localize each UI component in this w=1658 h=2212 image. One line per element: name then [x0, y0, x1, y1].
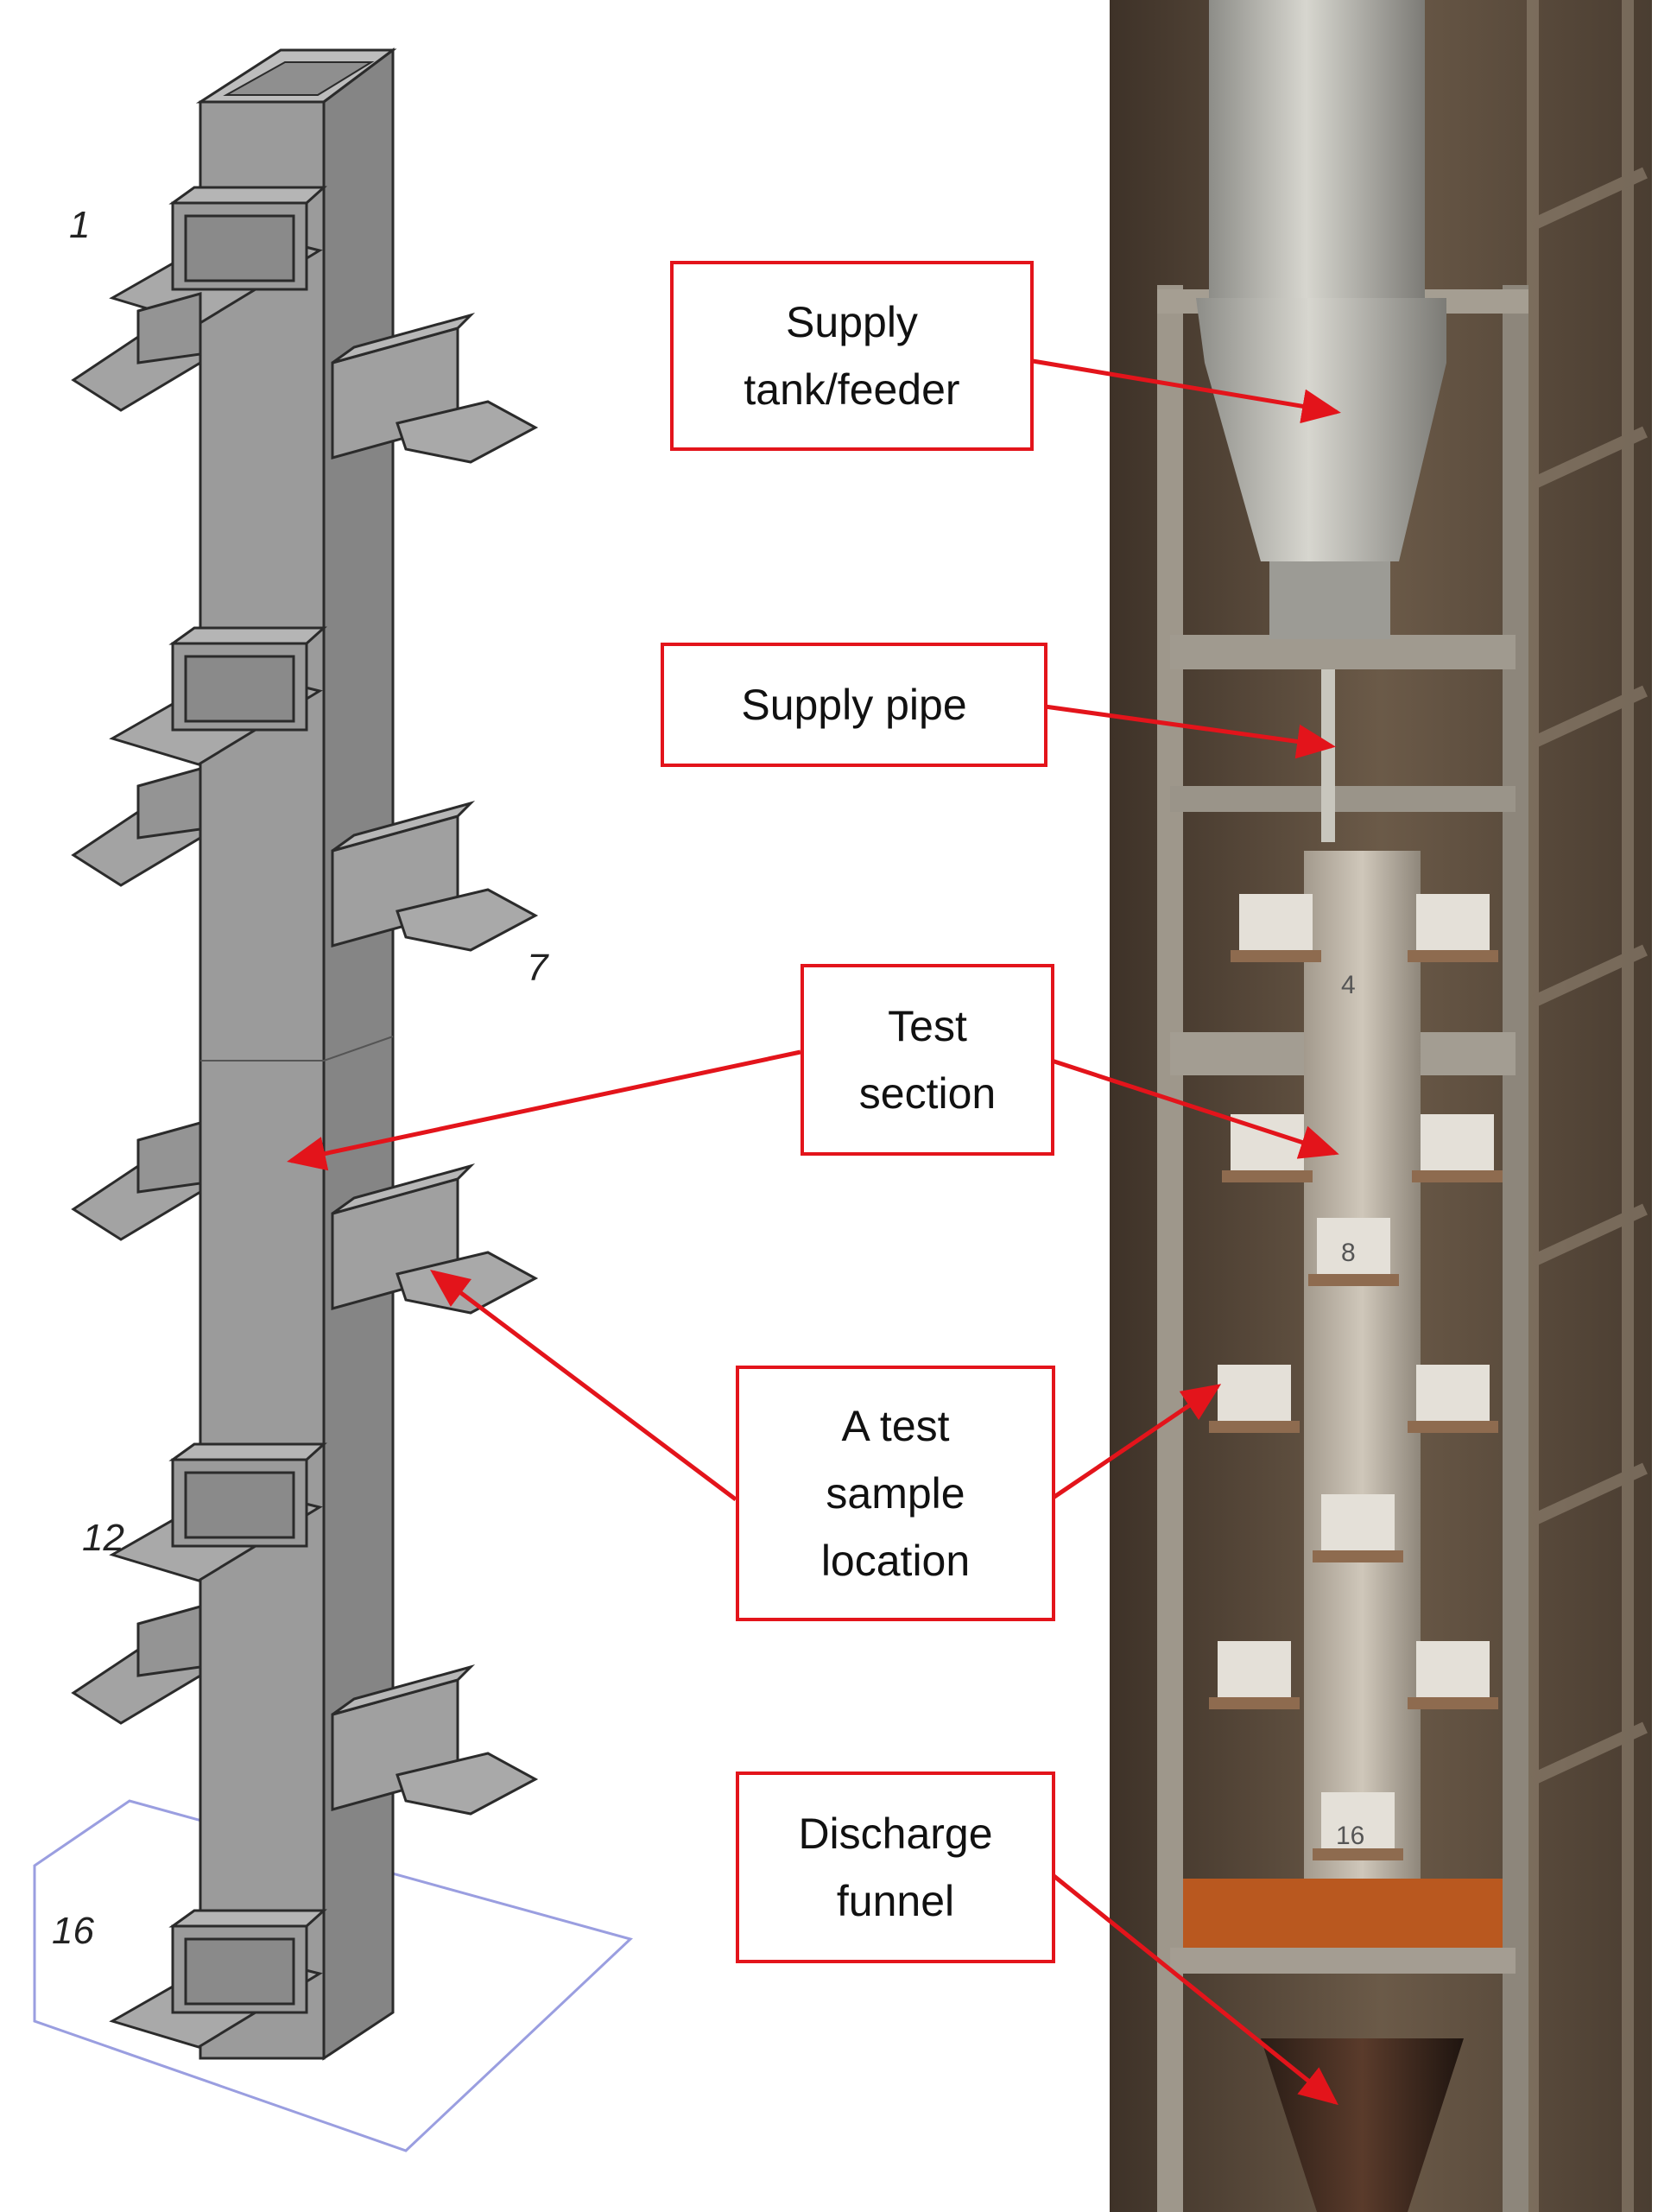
- sample-ports: [71, 186, 539, 2049]
- label-supply-tank: Supply tank/feeder: [670, 261, 1034, 451]
- port-number-1: 1: [69, 204, 90, 246]
- photo-sample-box-5: [1218, 1365, 1291, 1421]
- arrow-supply-tank: [1032, 358, 1341, 424]
- photo-sample-tray-0: [1231, 950, 1321, 962]
- photo-sample-box-7: [1321, 1494, 1395, 1550]
- port-number-7: 7: [527, 947, 549, 989]
- port-opening-left-3: [184, 1937, 295, 2006]
- label-test-sample-line3: location: [820, 1537, 971, 1585]
- photo-sample-tray-10: [1313, 1848, 1403, 1860]
- port-opening-left-2: [184, 1471, 295, 1539]
- arrow-supply-pipe: [1044, 704, 1336, 759]
- photo-sample-tray-8: [1209, 1697, 1300, 1709]
- column-seam-side: [323, 1036, 394, 1062]
- photo-sample-tray-2: [1222, 1170, 1313, 1182]
- label-discharge-line1: Discharge: [798, 1810, 993, 1858]
- port-box-top-right-3: [332, 1664, 476, 1716]
- port-back-wall-left-0: [136, 292, 202, 364]
- photo-sample-tray-7: [1313, 1550, 1403, 1562]
- rig-photo: 4 8 16: [1110, 0, 1652, 2212]
- label-test-section: Test section: [801, 964, 1054, 1156]
- photo-sample-tray-1: [1408, 950, 1498, 962]
- photo-sample-tray-4: [1308, 1274, 1399, 1286]
- frame-post-left: [1157, 285, 1183, 2212]
- port-box-top-right-2: [332, 1163, 476, 1215]
- port-back-wall-left-1: [136, 767, 202, 840]
- orange-plate: [1183, 1879, 1503, 1948]
- column-front: [199, 100, 326, 2060]
- photo-mark-4: 4: [1341, 971, 1356, 999]
- label-supply-pipe-line1: Supply pipe: [741, 681, 967, 729]
- photo-mark-16: 16: [1336, 1822, 1364, 1850]
- label-supply-tank-line1: Supply: [786, 298, 918, 346]
- port-number-12: 12: [82, 1517, 124, 1559]
- column-side: [322, 48, 395, 2061]
- port-box-top-right-0: [332, 313, 476, 364]
- frame-post-right: [1503, 285, 1528, 2212]
- photo-sample-box-3: [1421, 1114, 1494, 1170]
- photo-sample-box-10: [1321, 1792, 1395, 1848]
- port-box-top-left-1: [168, 626, 327, 645]
- photo-sample-tray-3: [1412, 1170, 1503, 1182]
- port-plate-right-1: [396, 888, 539, 952]
- frame-cross-2: [1170, 786, 1516, 812]
- photo-sample-box-4: [1317, 1218, 1390, 1274]
- cad-model: 1 7 12 16: [33, 48, 633, 2152]
- photo-mark-8: 8: [1341, 1239, 1356, 1267]
- frame-cross-1: [1170, 635, 1516, 669]
- arrow-test-section-left: [287, 1049, 801, 1171]
- label-test-section-line1: Test: [888, 1002, 967, 1050]
- base-plane: [33, 1799, 633, 2152]
- test-column: [1304, 851, 1421, 1909]
- label-discharge-line2: funnel: [836, 1877, 955, 1925]
- column-top-inner: [223, 61, 375, 96]
- port-box-top-right-1: [332, 801, 476, 852]
- label-test-sample: A test sample location: [736, 1366, 1055, 1621]
- port-box-top-left-2: [168, 1442, 327, 1461]
- photo-sample-box-6: [1416, 1365, 1490, 1421]
- photo-sample-box-9: [1416, 1641, 1490, 1697]
- arrow-discharge: [1050, 1873, 1338, 2106]
- arrow-test-section-right: [1051, 1058, 1339, 1159]
- port-opening-left-0: [184, 214, 295, 282]
- label-test-sample-line2: sample: [826, 1469, 965, 1518]
- photo-sample-tray-9: [1408, 1697, 1498, 1709]
- label-discharge: Discharge funnel: [736, 1772, 1055, 1963]
- background-lattice: [1527, 0, 1648, 2212]
- port-back-wall-left-3: [136, 1605, 202, 1677]
- label-test-sample-line1: A test: [841, 1402, 950, 1450]
- photo-sample-box-0: [1239, 894, 1313, 950]
- port-opening-left-1: [184, 655, 295, 723]
- label-test-section-line2: section: [858, 1069, 997, 1118]
- port-back-wall-left-2: [136, 1121, 202, 1194]
- plate-frame: [1170, 1948, 1516, 1974]
- port-plate-right-3: [396, 1752, 539, 1816]
- port-plate-right-0: [396, 400, 539, 464]
- arrow-sample-right: [1050, 1384, 1222, 1501]
- label-supply-pipe: Supply pipe: [661, 643, 1047, 767]
- supply-tank: [1196, 298, 1446, 561]
- tank-outlet: [1269, 561, 1390, 639]
- photo-sample-tray-6: [1408, 1421, 1498, 1433]
- port-box-top-left-3: [168, 1909, 327, 1928]
- photo-sample-tray-5: [1209, 1421, 1300, 1433]
- sample-boxes: [1209, 894, 1503, 1860]
- photo-sample-box-8: [1218, 1641, 1291, 1697]
- arrow-sample-left: [430, 1269, 737, 1501]
- duct: [1209, 0, 1425, 298]
- label-supply-tank-line2: tank/feeder: [744, 365, 960, 414]
- photo-sample-box-1: [1416, 894, 1490, 950]
- port-number-16: 16: [52, 1910, 94, 1952]
- port-box-top-left-0: [168, 186, 327, 205]
